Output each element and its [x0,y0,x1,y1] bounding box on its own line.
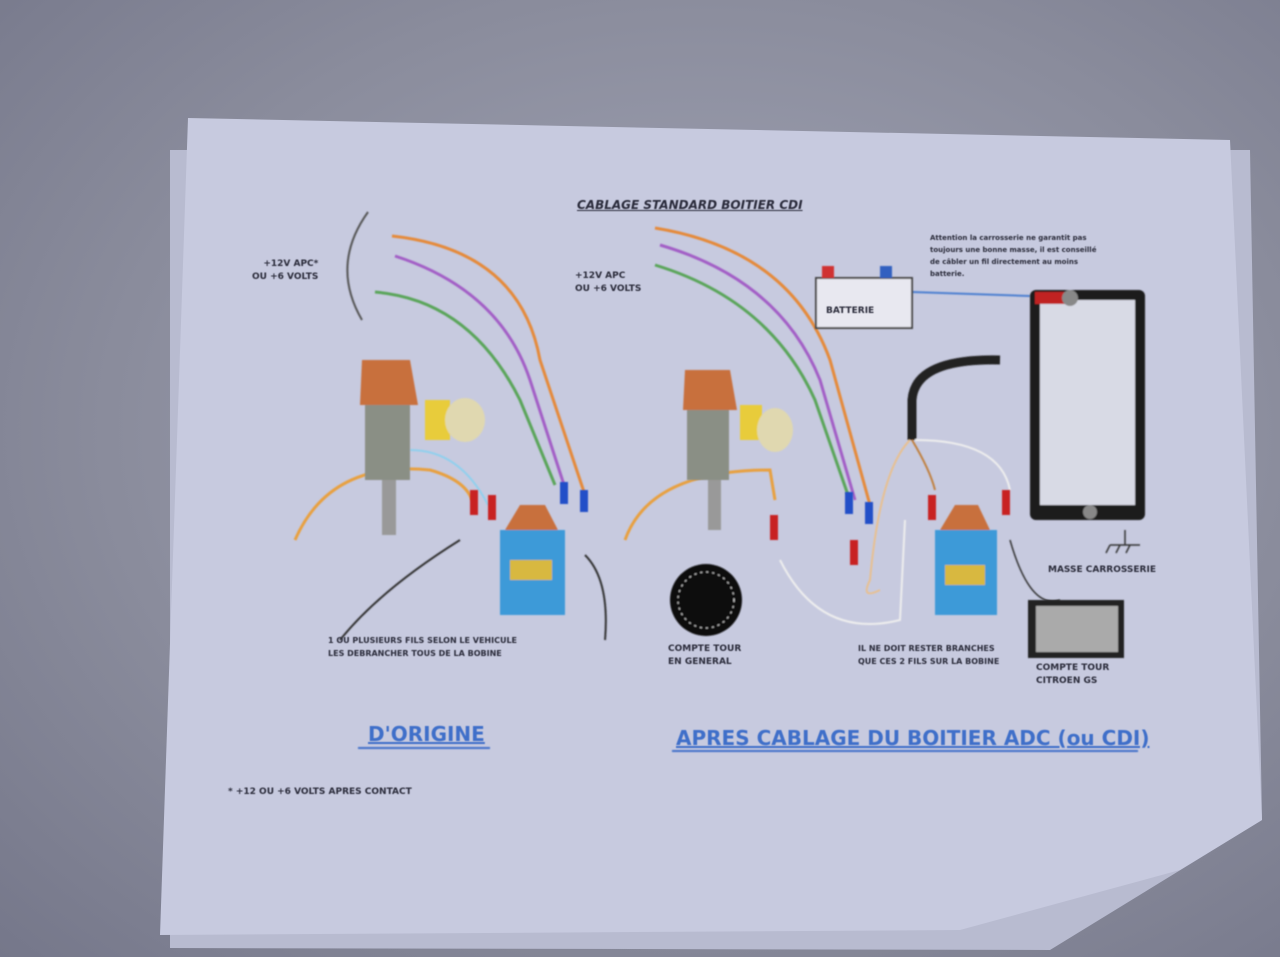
tachometer [670,564,742,636]
battery [815,266,913,329]
orange-wire [391,234,587,496]
ground-symbol [1105,530,1140,554]
footnote: * +12 OU +6 VOLTS APRES CONTACT [228,787,412,797]
battery-label: BATTERIE [826,306,875,316]
cdi-box [1030,290,1145,520]
left-supply-label: +12V APC*OU +6 VOLTS [252,259,319,282]
blue-wire [409,449,489,506]
purple-wire [394,254,567,489]
ignition-coil-right [935,505,997,615]
bracket [346,211,369,321]
distributor-left [360,360,485,535]
distributor-right [683,370,793,530]
ground-label: MASSE CARROSSERIE [1048,565,1156,575]
original-heading: D'ORIGINE [368,722,485,746]
green-wire [374,290,557,486]
diagram-title: CABLAGE STANDARD BOITIER CDI [577,198,803,212]
ignition-coil-left [500,505,565,615]
ground-warning: Attention la carrosserie ne garantit pas… [930,234,1097,278]
after-heading: APRES CABLAGE DU BOITIER ADC (ou CDI) [676,726,1150,750]
cdi-harness [907,355,1001,440]
